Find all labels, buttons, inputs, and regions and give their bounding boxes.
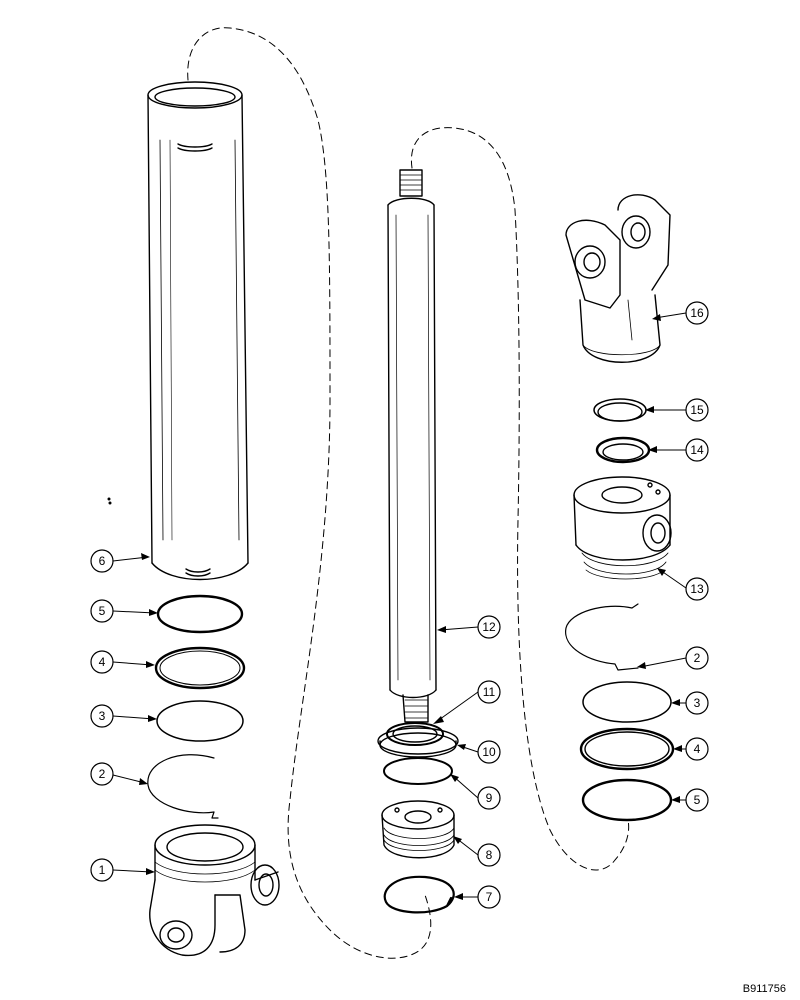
ring-5-left	[156, 594, 244, 634]
cylinder-tube-drawing	[147, 81, 249, 581]
wire-2-left	[147, 754, 219, 819]
callout-1: 1	[90, 858, 155, 882]
callout-2-right: 2	[637, 646, 709, 670]
rod-eye-drawing	[565, 194, 671, 363]
assembly-line-tube	[187, 27, 432, 959]
callout-4-right: 4	[673, 737, 709, 761]
callout-13-label: 13	[690, 582, 704, 596]
callout-14-label: 14	[690, 443, 704, 457]
callout-3-right-label: 3	[694, 696, 701, 710]
callout-12: 12	[437, 615, 501, 639]
callout-3-left: 3	[90, 704, 157, 728]
wire-2-right	[565, 603, 639, 671]
callout-3-right: 3	[671, 691, 709, 715]
callout-2-left: 2	[90, 762, 148, 786]
callout-3-left-label: 3	[99, 709, 106, 723]
callout-4-right-label: 4	[694, 742, 701, 756]
callout-16: 16	[652, 301, 709, 325]
callout-15-label: 15	[690, 403, 704, 417]
piston-drawing	[573, 476, 672, 580]
ring-3-right	[582, 681, 672, 723]
callouts: 6 5 4 3 2 1	[90, 301, 709, 909]
callout-10-label: 10	[482, 745, 496, 759]
callout-9: 9	[450, 774, 501, 810]
callout-1-label: 1	[99, 863, 106, 877]
callout-6: 6	[90, 549, 150, 573]
callout-12-label: 12	[482, 620, 496, 634]
ring-5-right	[581, 778, 673, 822]
callout-5-right: 5	[671, 788, 709, 812]
gland-drawing	[381, 800, 455, 859]
callout-14: 14	[648, 438, 709, 462]
callout-9-label: 9	[486, 791, 493, 805]
callout-16-label: 16	[690, 306, 704, 320]
callout-8: 8	[453, 836, 501, 867]
callout-5-left: 5	[90, 599, 158, 623]
callout-8-label: 8	[486, 848, 493, 862]
piston-rod-drawing	[387, 169, 437, 723]
ring-9	[383, 757, 453, 785]
callout-7: 7	[454, 885, 501, 909]
callout-5-right-label: 5	[694, 793, 701, 807]
ring-14	[595, 436, 651, 464]
callout-11: 11	[433, 680, 501, 724]
figure-reference: B911756	[743, 983, 786, 995]
callout-4-left-label: 4	[99, 655, 106, 669]
ring-15	[593, 398, 647, 422]
callout-7-label: 7	[486, 890, 493, 904]
callout-11-label: 11	[483, 685, 496, 699]
assembly-line-rod	[410, 127, 630, 871]
cylinder-base-drawing	[149, 824, 280, 957]
callout-4-left: 4	[90, 650, 155, 674]
ring-4-right	[579, 727, 675, 771]
callout-13: 13	[657, 568, 709, 601]
ring-4-left	[154, 646, 246, 690]
ring-3-left	[156, 700, 244, 742]
callout-15: 15	[645, 398, 709, 422]
callout-10: 10	[457, 740, 501, 764]
callout-6-label: 6	[99, 554, 106, 568]
callout-2-left-label: 2	[99, 767, 106, 781]
callout-2-right-label: 2	[694, 651, 701, 665]
ring-7	[383, 875, 455, 914]
callout-5-left-label: 5	[99, 604, 106, 618]
